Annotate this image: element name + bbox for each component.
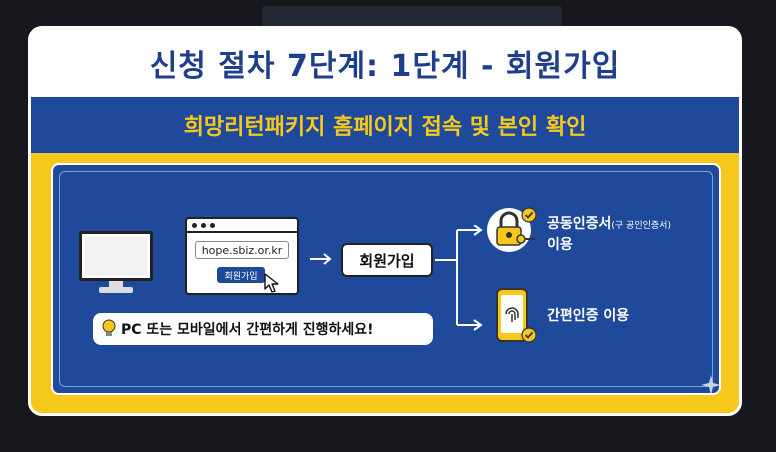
browser-join-button: 회원가입 (217, 267, 265, 283)
option-certificate-suffix: 이용 (547, 237, 573, 253)
signup-step-box: 회원가입 (341, 243, 433, 277)
browser-window: hope.sbiz.or.kr 회원가입 (185, 217, 299, 295)
desktop-monitor-icon (79, 231, 153, 293)
sparkle-icon (701, 375, 721, 395)
browser-url: hope.sbiz.or.kr (195, 241, 289, 259)
subtitle: 희망리턴패키지 홈페이지 접속 및 본인 확인 (183, 115, 587, 140)
mouse-cursor-icon (264, 273, 279, 293)
subtitle-band: 희망리턴패키지 홈페이지 접속 및 본인 확인 (31, 97, 739, 153)
option-certificate-note: (구 공인인증서) (611, 221, 671, 231)
browser-titlebar (187, 219, 297, 233)
option-certificate-label: 공동인증서(구 공인인증서) 이용 (547, 215, 671, 255)
lightbulb-icon (102, 319, 116, 336)
option-simple-auth-label: 간편인증 이용 (547, 308, 630, 324)
infographic-card: 신청 절차 7단계: 1단계 - 회원가입 희망리턴패키지 홈페이지 접속 및 … (28, 26, 742, 416)
background-tab-bar (262, 6, 562, 26)
tip-bubble: PC 또는 모바일에서 간편하게 진행하세요! (93, 313, 433, 345)
page-title: 신청 절차 7단계: 1단계 - 회원가입 (149, 49, 621, 84)
title-band: 신청 절차 7단계: 1단계 - 회원가입 (31, 29, 739, 97)
option-certificate-main: 공동인증서 (547, 216, 612, 232)
arrow-right-icon (310, 253, 332, 265)
flow-panel: hope.sbiz.or.kr 회원가입 회원가입 (51, 163, 721, 395)
lock-key-icon (487, 207, 537, 252)
tip-text: PC 또는 모바일에서 간편하게 진행하세요! (121, 322, 374, 338)
branch-arrows (435, 225, 483, 331)
flow-panel-border (59, 171, 713, 387)
phone-fingerprint-icon (496, 288, 537, 343)
